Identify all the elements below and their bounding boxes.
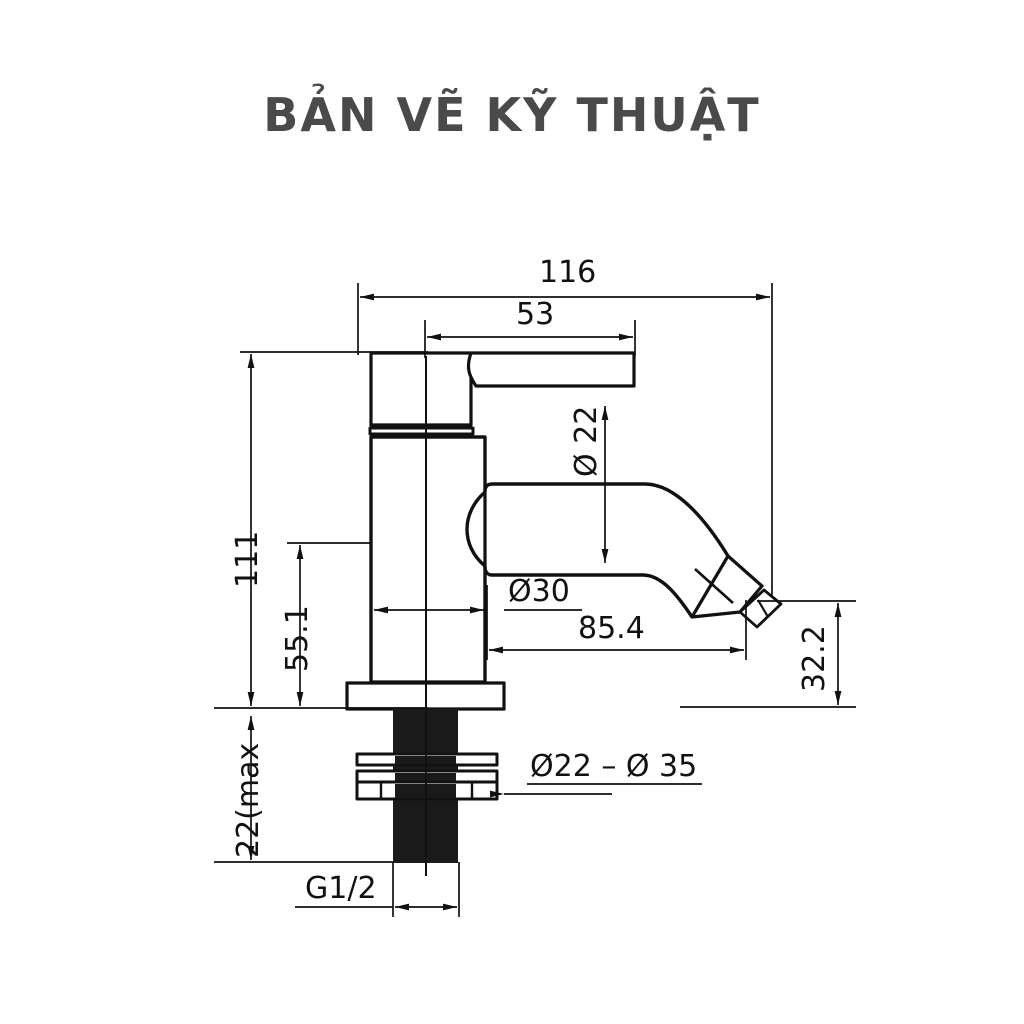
dim-label-handle-length: 53: [516, 297, 555, 332]
spout-upper-arm: [483, 482, 730, 557]
dim-label-spout-reach: 85.4: [578, 611, 645, 646]
dimension-lines: [214, 283, 856, 917]
dim-label-outlet-height: 32.2: [797, 625, 832, 692]
dim-label-overall-width: 116: [539, 255, 597, 290]
spout-nozzle-seam: [694, 568, 734, 604]
dim-label-overall-height: 111: [230, 530, 265, 588]
aerator: [738, 588, 783, 629]
dim-label-mounting-hole: Ø22 – Ø 35: [530, 749, 698, 784]
body-fill-patch: [373, 439, 483, 681]
page-title: BẢN VẼ KỸ THUẬT: [263, 88, 761, 142]
dim-label-mounting-thickness: 22(max: [231, 742, 266, 858]
dim-label-spout-height: 55.1: [280, 605, 315, 672]
dim-label-thread-size: G1/2: [305, 871, 377, 906]
lever-handle: [466, 351, 636, 388]
dim-label-body-diameter: Ø30: [508, 574, 570, 609]
cartridge-cap: [369, 351, 473, 427]
dim-label-spout-diameter: Ø 22: [569, 405, 604, 477]
spout-root-curve-2: [465, 490, 487, 568]
cap-ring: [368, 426, 475, 436]
aerator-tick: [757, 599, 769, 618]
